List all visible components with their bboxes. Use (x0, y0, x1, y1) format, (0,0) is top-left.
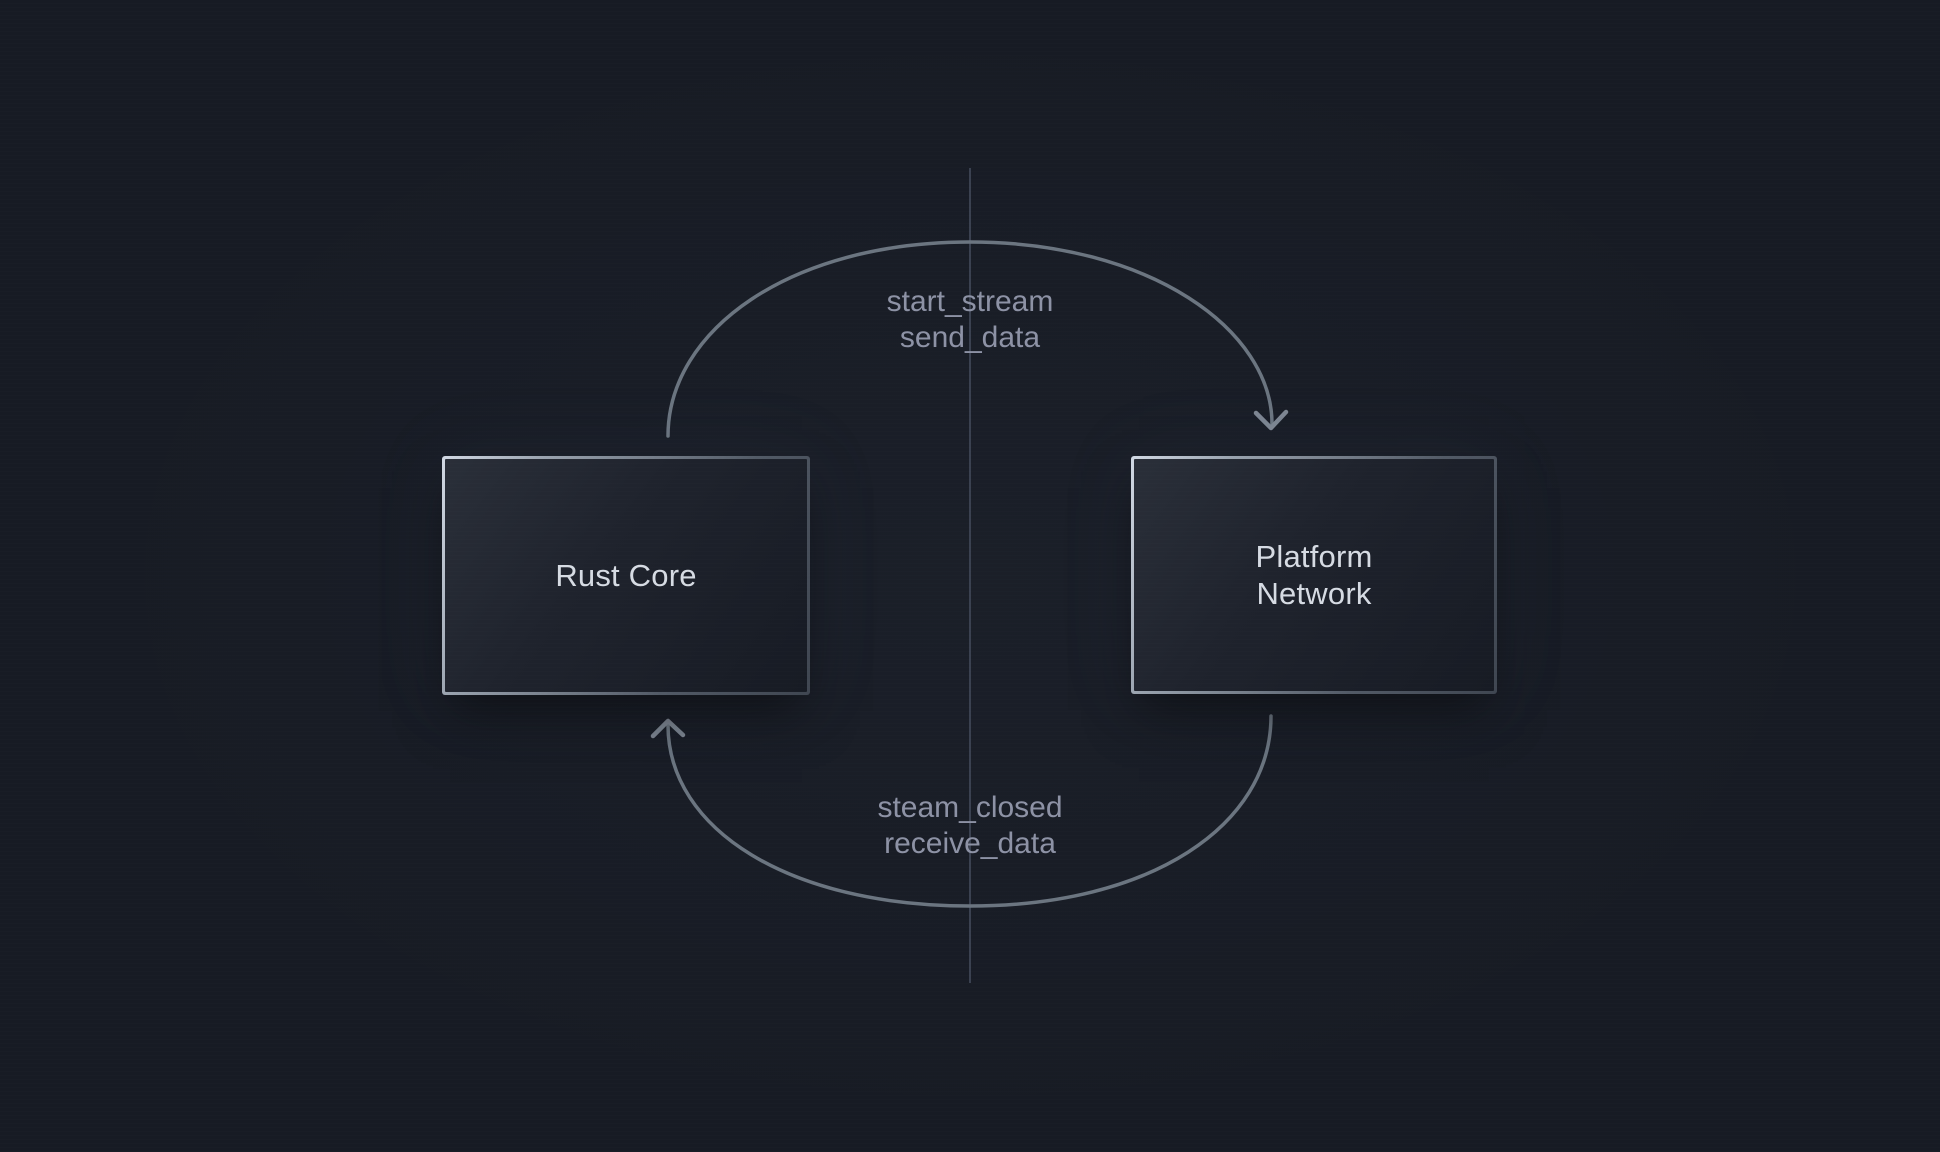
edge-label-line: receive_data (884, 827, 1056, 860)
node-label: Rust Core (555, 558, 697, 593)
edge-label-bottom: steam_closed receive_data (877, 790, 1062, 862)
arrowhead-up-icon (650, 718, 686, 739)
edge-bottom-path (666, 714, 1273, 908)
edge-top-path (666, 240, 1274, 438)
node-rust-core-body: Rust Core (445, 459, 807, 692)
node-platform-network[interactable]: Platform Network (1131, 456, 1497, 694)
node-label-line: Platform (1255, 539, 1373, 574)
edge-label-top: start_stream send_data (887, 284, 1054, 356)
edge-label-line: steam_closed (877, 791, 1063, 824)
node-rust-core[interactable]: Rust Core (442, 456, 810, 695)
node-label-line: Network (1256, 576, 1372, 611)
edge-label-line: start_stream (886, 285, 1054, 318)
edge-label-line: send_data (899, 321, 1041, 354)
arrowhead-down-icon (1253, 409, 1289, 431)
node-platform-network-body: Platform Network (1134, 459, 1494, 691)
